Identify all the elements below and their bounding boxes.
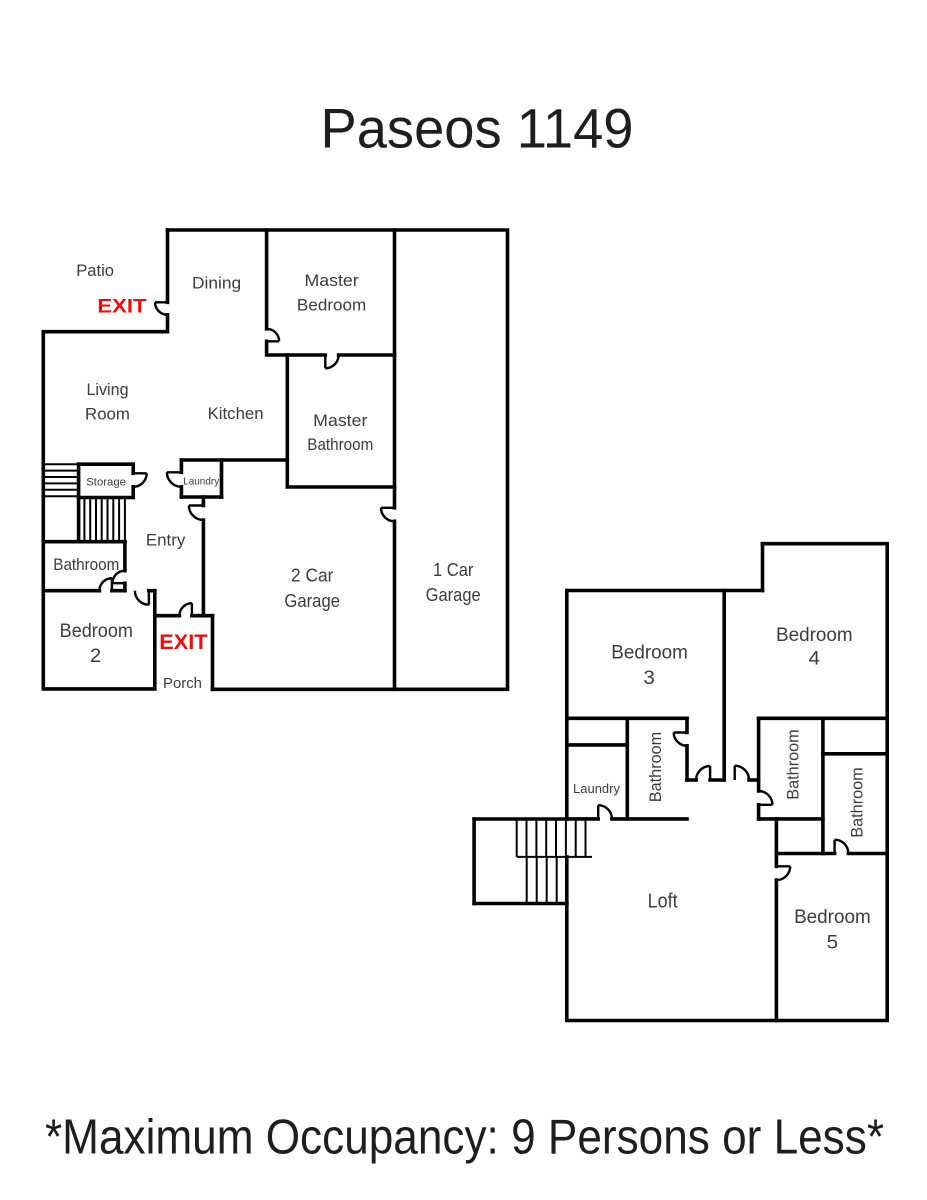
svg-text:2 Car: 2 Car (291, 566, 333, 586)
svg-text:Garage: Garage (426, 585, 481, 605)
svg-text:Bathroom: Bathroom (647, 732, 665, 802)
svg-text:Master: Master (313, 411, 368, 430)
svg-text:Master: Master (305, 271, 360, 290)
svg-text:Paseos 1149: Paseos 1149 (321, 96, 634, 159)
svg-text:EXIT: EXIT (97, 296, 146, 318)
svg-text:Laundry: Laundry (573, 781, 620, 796)
svg-text:Bedroom: Bedroom (297, 295, 366, 314)
svg-text:Garage: Garage (284, 591, 340, 611)
svg-text:*Maximum Occupancy: 9 Persons: *Maximum Occupancy: 9 Persons or Less* (45, 1110, 884, 1164)
svg-text:Bedroom: Bedroom (776, 624, 853, 646)
svg-text:EXIT: EXIT (159, 631, 207, 654)
svg-text:Storage: Storage (86, 477, 126, 489)
svg-text:Room: Room (85, 405, 130, 424)
svg-text:Bedroom: Bedroom (794, 906, 871, 928)
svg-text:Patio: Patio (76, 261, 114, 280)
svg-text:Bathroom: Bathroom (784, 729, 802, 799)
svg-text:Porch: Porch (163, 675, 202, 692)
svg-text:Bedroom: Bedroom (60, 620, 133, 642)
svg-text:3: 3 (643, 667, 655, 689)
svg-text:Kitchen: Kitchen (208, 404, 264, 423)
svg-text:Entry: Entry (146, 531, 186, 550)
svg-text:Bathroom: Bathroom (53, 555, 119, 574)
svg-text:Bedroom: Bedroom (611, 642, 688, 664)
svg-text:Living: Living (86, 380, 128, 399)
svg-text:2: 2 (90, 645, 101, 667)
svg-text:Loft: Loft (648, 891, 678, 913)
svg-text:Bathroom: Bathroom (848, 767, 866, 837)
svg-text:Bathroom: Bathroom (307, 435, 373, 454)
svg-text:1 Car: 1 Car (433, 560, 474, 580)
svg-text:Laundry: Laundry (183, 475, 220, 487)
svg-text:Dining: Dining (192, 274, 241, 293)
svg-text:5: 5 (827, 932, 839, 954)
svg-text:4: 4 (809, 647, 821, 669)
